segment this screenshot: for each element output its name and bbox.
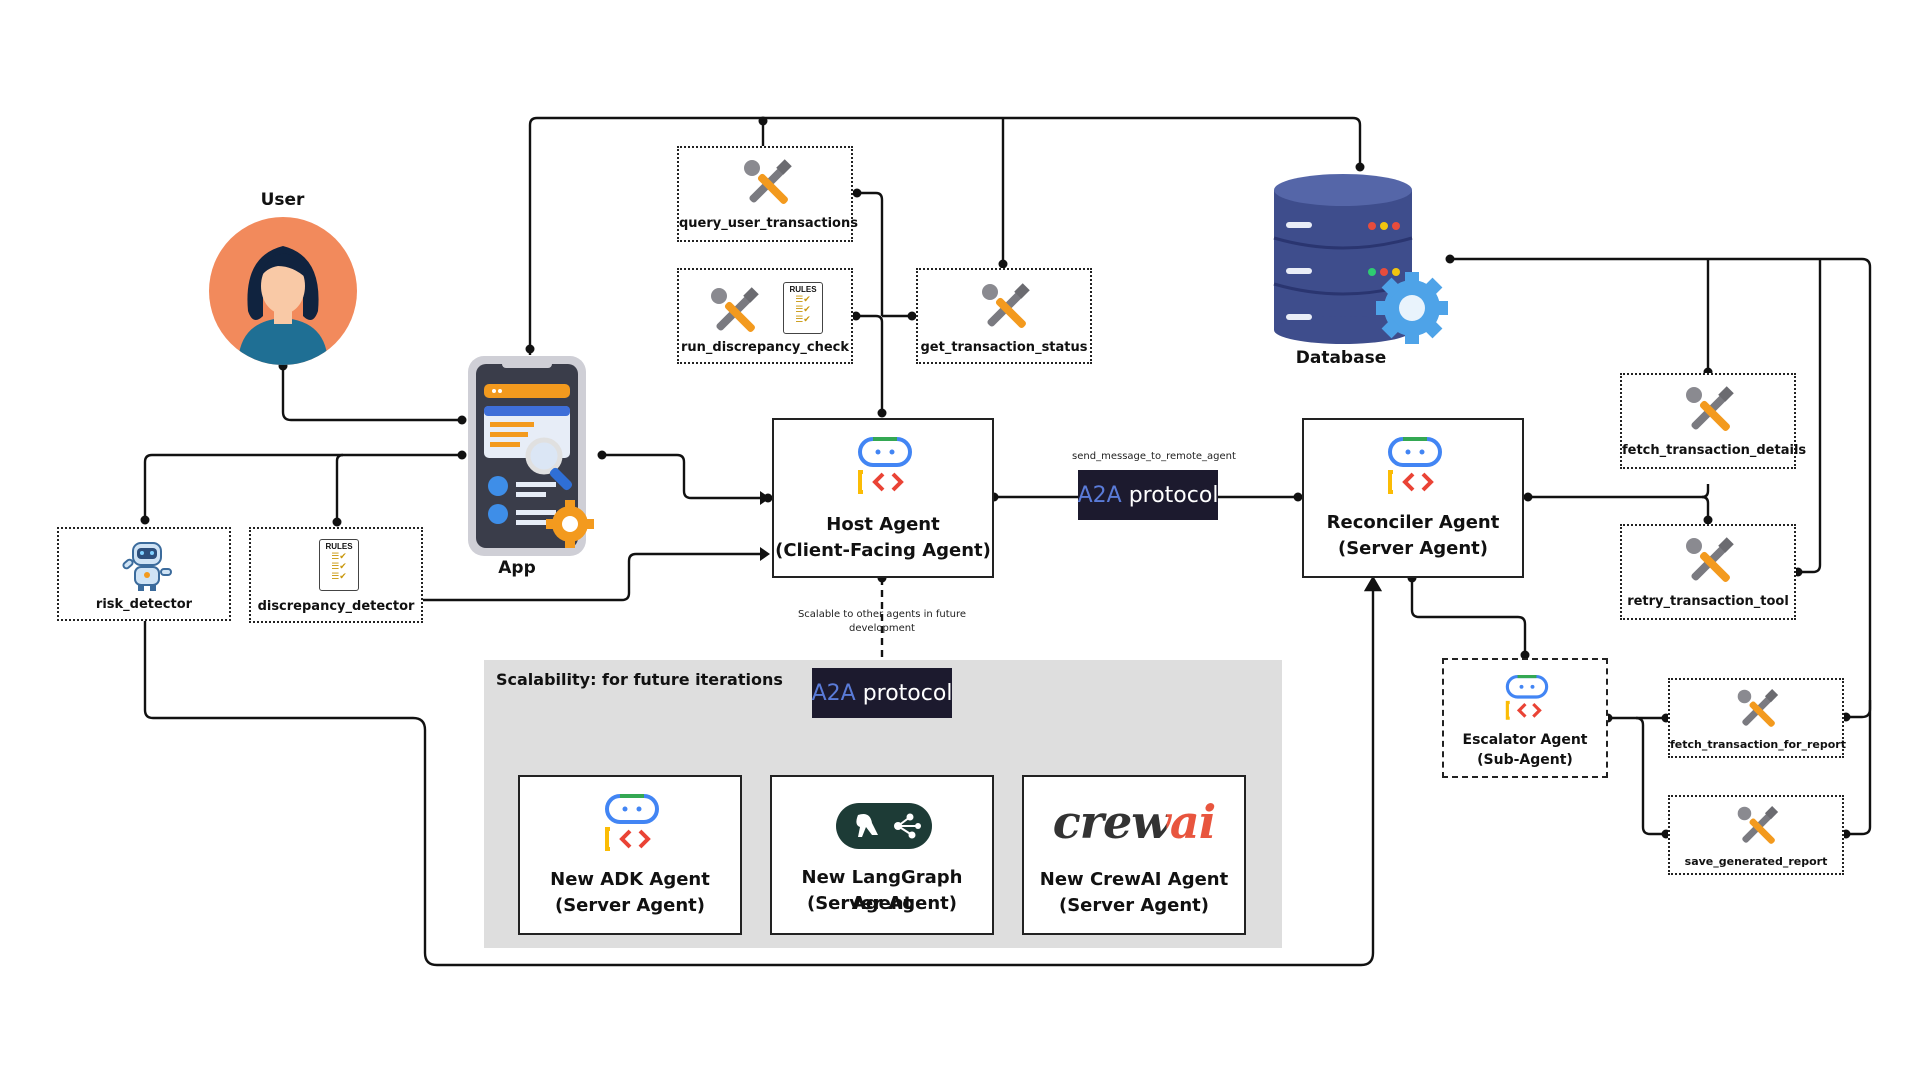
tool-label: discrepancy_detector <box>257 599 415 614</box>
user-label: User <box>260 190 305 210</box>
tool-fetch-transaction-for-report: fetch_transaction_for_report <box>1668 678 1846 758</box>
new-langgraph-agent-node: New LangGraph Agent (Server Agent) <box>770 775 994 935</box>
new-crewai-agent-node: crewai New CrewAI Agent (Server Agent) <box>1022 775 1246 935</box>
agent-name: Escalator Agent <box>1462 732 1588 748</box>
agent-name: New CrewAI Agent <box>1039 869 1229 890</box>
host-tool-trunk <box>856 314 884 417</box>
send-message-label: send_message_to_remote_agent <box>1072 451 1236 462</box>
robot-icon <box>119 537 175 598</box>
mobile-app-icon <box>468 356 594 556</box>
agent-role: (Server Agent) <box>554 895 706 916</box>
agent-name: New ADK Agent <box>550 869 710 890</box>
user-node: User <box>200 190 365 371</box>
escalator-to-save <box>1635 716 1666 836</box>
reconciler-to-escalator <box>1410 578 1527 658</box>
user-to-app <box>281 366 462 422</box>
database-node: Database <box>1266 168 1456 368</box>
tool-save-generated-report: save_generated_report <box>1668 795 1844 875</box>
tools-icon <box>1736 805 1780 854</box>
tool-label: run_discrepancy_check <box>681 340 849 355</box>
tool-label: query_user_transactions <box>679 216 858 231</box>
db-to-retry <box>1798 259 1822 574</box>
risk-to-reconciler <box>143 580 1375 967</box>
agent-name: Reconciler Agent <box>1326 512 1500 533</box>
agent-role: (Server Agent) <box>1058 895 1210 916</box>
database-label: Database <box>1295 348 1387 368</box>
escalator-agent-node: Escalator Agent (Sub-Agent) <box>1442 658 1608 778</box>
agent-role: (Sub-Agent) <box>1477 752 1573 768</box>
host-to-query <box>857 191 884 316</box>
rules-checklist-icon: RULES ☰✔☰✔☰✔ <box>783 282 823 334</box>
tool-risk-detector: risk_detector <box>57 527 231 621</box>
agent-role: (Server Agent) <box>1337 538 1489 559</box>
tool-label: save_generated_report <box>1684 855 1828 868</box>
agent-role: (Client-Facing Agent) <box>775 540 991 561</box>
discrepancy-to-host <box>423 552 768 602</box>
gear-icon <box>546 500 594 548</box>
langgraph-logo-icon <box>836 803 932 849</box>
gear-icon <box>1376 272 1448 344</box>
db-right-bus <box>1450 257 1872 719</box>
database-icon <box>1273 174 1448 344</box>
tools-icon <box>1736 688 1780 737</box>
tools-icon <box>980 282 1032 339</box>
rules-checklist-icon: RULES ☰✔☰✔☰✔ <box>319 539 359 591</box>
bus-to-save-report <box>1846 700 1872 836</box>
tool-query-user-transactions: query_user_transactions <box>677 146 858 242</box>
tools-icon <box>1684 385 1736 442</box>
user-avatar-icon <box>208 217 357 365</box>
app-node: App <box>462 352 602 584</box>
adk-logo-icon <box>605 794 659 851</box>
tools-icon <box>742 158 794 215</box>
agent-name: New LangGraph Agent <box>801 867 963 914</box>
tool-discrepancy-detector: RULES ☰✔☰✔☰✔ discrepancy_detector <box>249 527 423 623</box>
reconciler-to-tools <box>1528 484 1710 499</box>
app-to-risk <box>143 453 343 522</box>
scalable-note: Scalable to other agents in future devel… <box>797 609 967 634</box>
tool-label: retry_transaction_tool <box>1627 594 1789 609</box>
scalability-title: Scalability: for future iterations <box>496 670 783 689</box>
crewai-logo: crewai <box>1052 795 1216 849</box>
adk-logo-icon <box>858 437 912 494</box>
reconciler-agent-node: Reconciler Agent (Server Agent) <box>1302 418 1524 578</box>
agent-role: (Server Agent) <box>806 893 958 914</box>
app-label: App <box>498 558 536 578</box>
a2a-protocol-logo: A2A protocol <box>812 668 952 718</box>
app-to-host <box>602 453 768 500</box>
host-agent-node: Host Agent (Client-Facing Agent) <box>772 418 994 578</box>
adk-logo-icon <box>1388 437 1442 494</box>
top-bus-line <box>528 116 1362 355</box>
tool-retry-transaction: retry_transaction_tool <box>1620 524 1796 620</box>
tool-label: fetch_transaction_details <box>1622 443 1807 458</box>
agent-name: Host Agent <box>826 514 940 535</box>
tools-icon <box>709 286 761 343</box>
tool-run-discrepancy-check: RULES ☰✔☰✔☰✔ run_discrepancy_check <box>677 268 853 364</box>
reconciler-to-retry <box>1701 495 1710 522</box>
tool-get-transaction-status: get_transaction_status <box>916 268 1092 364</box>
tool-label: get_transaction_status <box>920 340 1088 355</box>
tool-label: risk_detector <box>95 597 193 612</box>
app-to-detectors <box>335 453 462 524</box>
tools-icon <box>1684 536 1736 593</box>
adk-logo-icon <box>1505 674 1549 720</box>
a2a-protocol-logo: A2A protocol <box>1078 470 1218 520</box>
new-adk-agent-node: New ADK Agent (Server Agent) <box>518 775 742 935</box>
tool-fetch-transaction-details: fetch_transaction_details <box>1620 373 1807 469</box>
tool-label: fetch_transaction_for_report <box>1670 738 1846 751</box>
